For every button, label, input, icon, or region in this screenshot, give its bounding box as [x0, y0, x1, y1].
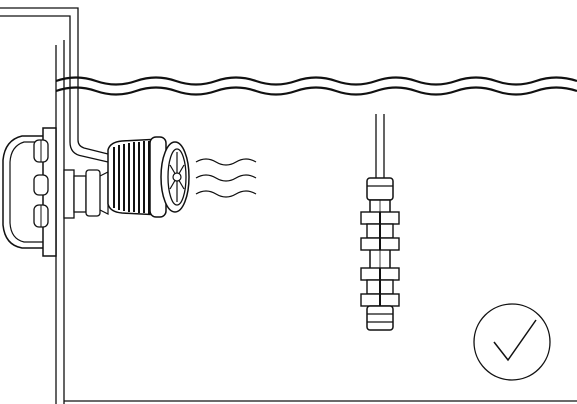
water-surface-icon: [55, 76, 577, 96]
heater-probe-icon: [360, 114, 400, 331]
wavemaker-pump-icon: [73, 136, 190, 218]
water-flow-icon: [195, 158, 257, 198]
mounting-bracket-icon: [0, 7, 109, 163]
impeller-icon: [169, 152, 185, 202]
pump-cage-ribs: [113, 140, 155, 214]
magnet-mount-icon: [2, 127, 75, 257]
check-mark-icon: [473, 303, 551, 381]
